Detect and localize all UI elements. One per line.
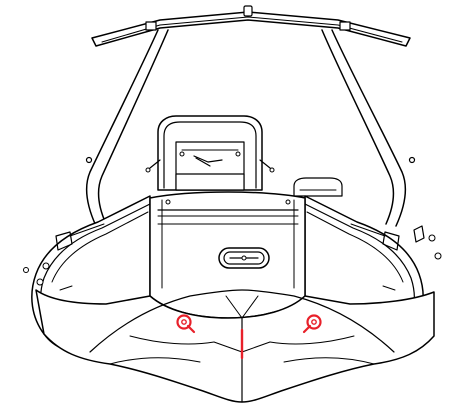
bow-handle xyxy=(218,247,270,269)
console xyxy=(145,115,275,191)
arch-frame xyxy=(85,5,416,227)
tow-ring-right-icon xyxy=(302,314,322,334)
seat-cooler xyxy=(293,177,343,197)
red-accents xyxy=(176,314,322,360)
bow-tube xyxy=(35,289,435,403)
tow-ring-left-icon xyxy=(176,314,196,334)
side-fittings xyxy=(23,225,425,273)
